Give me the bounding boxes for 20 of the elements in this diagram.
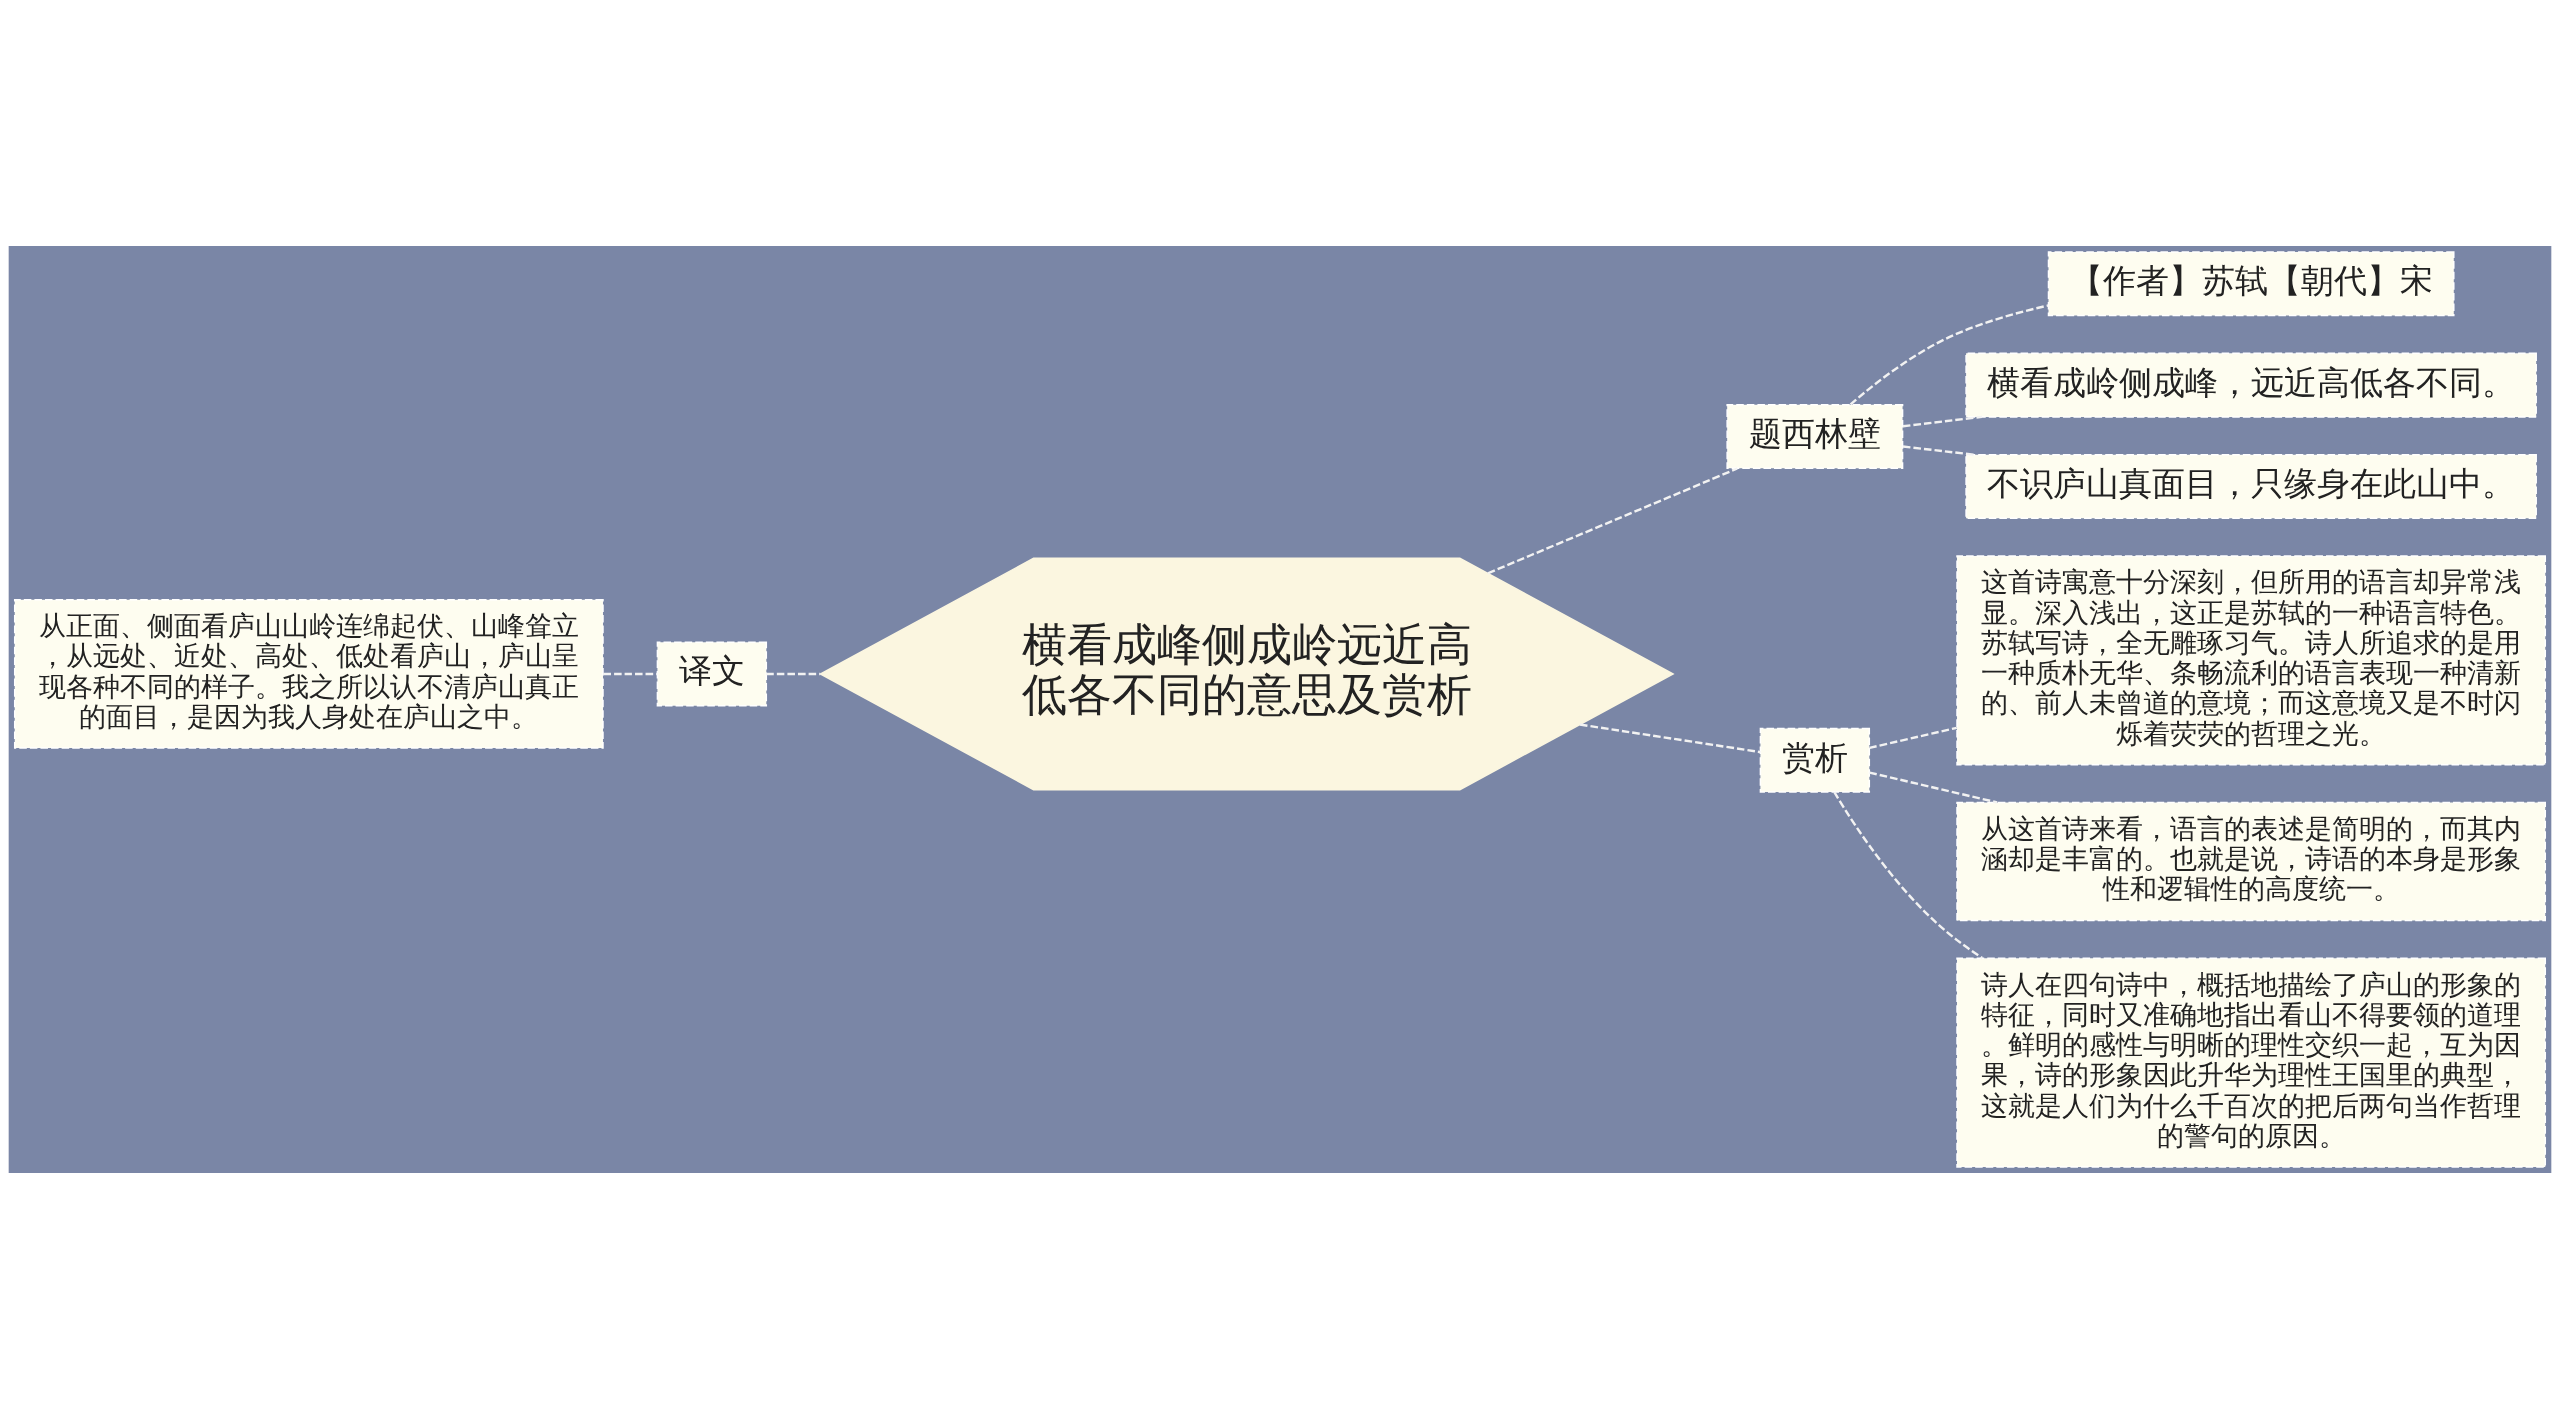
connector <box>1833 791 1983 959</box>
node-box: 横看成岭侧成峰，远近高低各不同。 <box>1965 352 2537 418</box>
node-box: 【作者】苏轼【朝代】宋 <box>2047 250 2455 316</box>
connector <box>1869 770 1998 804</box>
node-box: 译文 <box>656 640 768 706</box>
node-box: 赏析 <box>1759 727 1871 793</box>
connector <box>603 672 658 675</box>
connector <box>1869 726 1958 749</box>
node-box: 从正面、侧面看庐山山岭连绵起伏、山峰耸立，从远处、近处、高处、低处看庐山，庐山呈现各种不同的样子。我之所以认不清庐山真正的面目，是因为我人身处在庐山之中。 <box>13 598 604 749</box>
node-box: 不识庐山真面目，只缘身在此山中。 <box>1965 453 2537 519</box>
node-box: 从这首诗来看，语言的表述是简明的，而其内涵却是丰富的。也就是说，诗语的本身是形象性和逻辑性的高度统一。 <box>1956 801 2547 921</box>
node-box: 题西林壁 <box>1726 403 1904 469</box>
connector <box>766 672 821 675</box>
connector <box>1579 722 1761 753</box>
connector <box>1902 415 1983 427</box>
connector <box>1849 303 2049 405</box>
node-box: 这首诗寓意十分深刻，但所用的语言却异常浅显。深入浅出，这正是苏轼的一种语言特色。苏轼写诗，全无雕琢习气。诗人所追求的是用一种质朴无华、条畅流利的语言表现一种清新的、前人未曾道的意境；而这意境又是不时闪烁着荧荧的哲理之光。 <box>1956 554 2547 765</box>
node-box: 诗人在四句诗中，概括地描绘了庐山的形象的特征，同时又准确地指出看山不得要领的道理。鲜明的感性与明晰的理性交织一起，互为因果，诗的形象因此升华为理性王国里的典型，这就是人们为什么千百次的把后两句当作哲理的警句的原因。 <box>1956 957 2547 1168</box>
connector <box>1902 444 1974 456</box>
connector <box>1487 466 1738 574</box>
